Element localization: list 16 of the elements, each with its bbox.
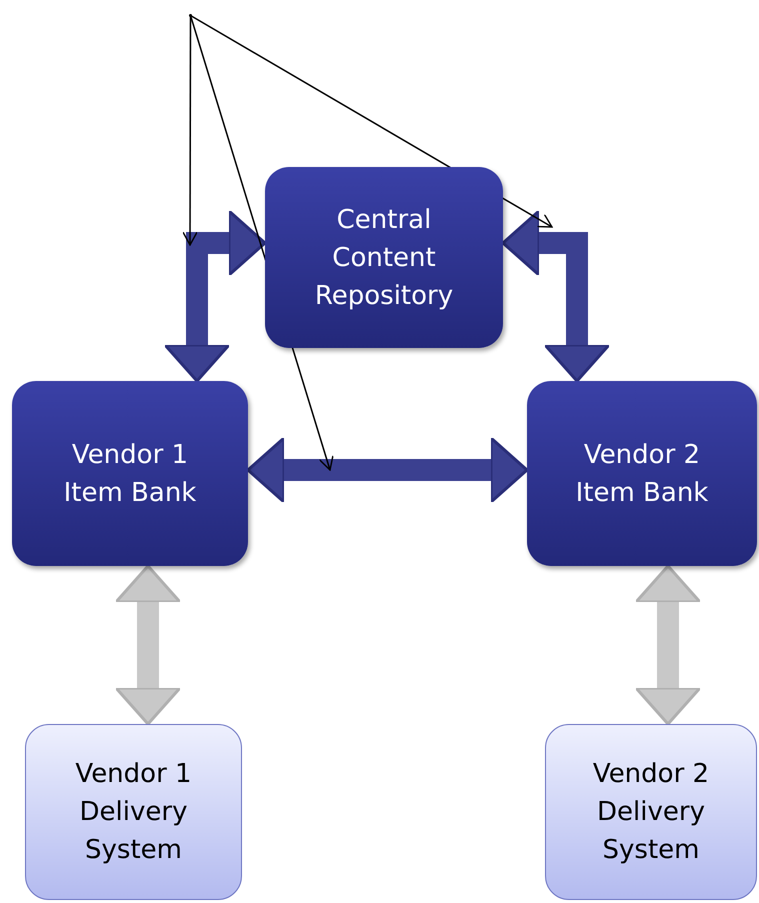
block-arrow <box>114 564 182 726</box>
arrow <box>182 16 198 246</box>
box-label: Vendor 1 Item Bank <box>62 438 198 510</box>
system-box <box>545 724 757 900</box>
box-label: Vendor 2 Item Bank <box>574 438 710 510</box>
box-label: Central Content Repository <box>314 204 454 312</box>
block-arrow <box>246 436 528 504</box>
box-label: Vendor 1 Delivery System <box>74 758 193 867</box>
process-box <box>265 167 503 348</box>
block-arrow <box>634 564 702 726</box>
block-arrow <box>502 210 610 382</box>
process-box <box>527 381 757 566</box>
process-box <box>12 381 248 566</box>
box-label: Vendor 2 Delivery System <box>592 758 710 867</box>
system-box <box>25 724 242 900</box>
block-arrow <box>164 210 266 382</box>
